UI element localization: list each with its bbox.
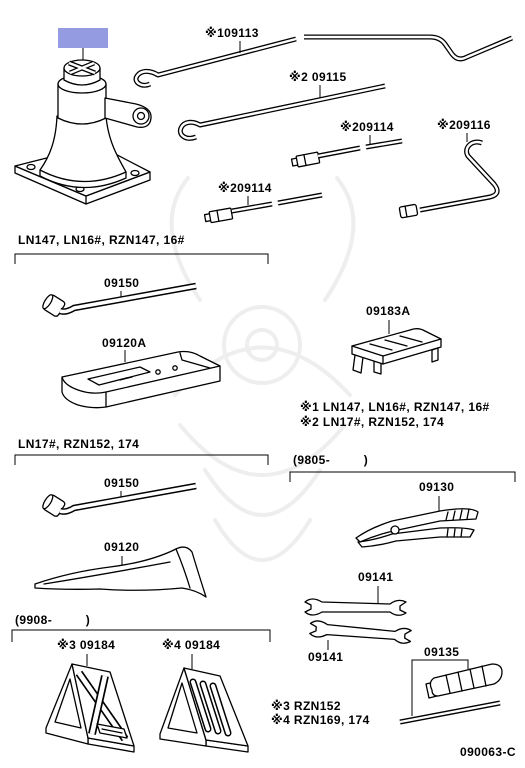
part-label-09141-b[interactable]: 09141 xyxy=(308,650,343,664)
chock-09184-a xyxy=(45,663,135,753)
part-label-09150-b[interactable]: 09150 xyxy=(104,476,139,490)
pliers-09130 xyxy=(355,508,479,548)
wrench-09150-a xyxy=(42,286,196,317)
group-c-bracket xyxy=(289,471,516,482)
leader-09135 xyxy=(411,659,469,716)
part-label-09114-lower[interactable]: ※209114 xyxy=(218,181,272,195)
bag-09120 xyxy=(34,546,207,598)
note-3: ※3 RZN152 xyxy=(271,699,341,713)
part-label-09114-upper[interactable]: ※209114 xyxy=(340,120,394,134)
group-d-header: (9908- ) xyxy=(15,613,90,627)
note-1: ※1 LN147, LN16#, RZN147, 16# xyxy=(300,400,490,414)
group-a-header: LN147, LN16#, RZN147, 16# xyxy=(18,233,185,247)
part-label-09183A[interactable]: 09183A xyxy=(366,304,410,318)
part-label-09135[interactable]: 09135 xyxy=(424,645,459,659)
part-label-09113[interactable]: ※109113 xyxy=(205,26,259,40)
highlight-hotspot[interactable] xyxy=(58,28,108,48)
group-b-bracket xyxy=(14,454,269,465)
chock-09184-b xyxy=(159,667,249,753)
diagram-code: 090063-C xyxy=(460,745,516,759)
jack xyxy=(14,59,152,205)
part-label-09141-a[interactable]: 09141 xyxy=(358,570,393,584)
extension-09114-lower xyxy=(203,195,322,224)
note-4: ※4 RZN169, 174 xyxy=(271,713,370,727)
part-label-09120A[interactable]: 09120A xyxy=(102,336,146,350)
wrench-09141-b xyxy=(309,620,412,644)
part-label-09130[interactable]: 09130 xyxy=(419,480,454,494)
group-b-header: LN17#, RZN152, 174 xyxy=(18,437,139,451)
group-d-bracket xyxy=(11,629,271,642)
watermark xyxy=(169,176,356,562)
extension-09114-upper xyxy=(290,141,402,168)
part-label-09150-a[interactable]: 09150 xyxy=(104,276,139,290)
wrench-09150-b xyxy=(42,486,196,517)
part-label-09115[interactable]: ※2 09115 xyxy=(289,70,347,84)
part-label-09184-b[interactable]: ※4 09184 xyxy=(162,638,220,652)
bracket-09183A xyxy=(351,328,442,375)
wrench-09141-a xyxy=(304,598,407,616)
note-2: ※2 LN17#, RZN152, 174 xyxy=(300,415,444,429)
group-a-bracket xyxy=(14,253,269,264)
crank-09116 xyxy=(398,142,497,219)
part-label-09120[interactable]: 09120 xyxy=(104,540,139,554)
screwdriver-09135 xyxy=(400,663,503,722)
part-label-09184-a[interactable]: ※3 09184 xyxy=(57,638,115,652)
tray-09120A xyxy=(61,350,221,409)
part-label-09116[interactable]: ※209116 xyxy=(437,118,491,132)
rod-leaders xyxy=(239,41,468,205)
group-c-header: (9805- ) xyxy=(293,453,368,467)
